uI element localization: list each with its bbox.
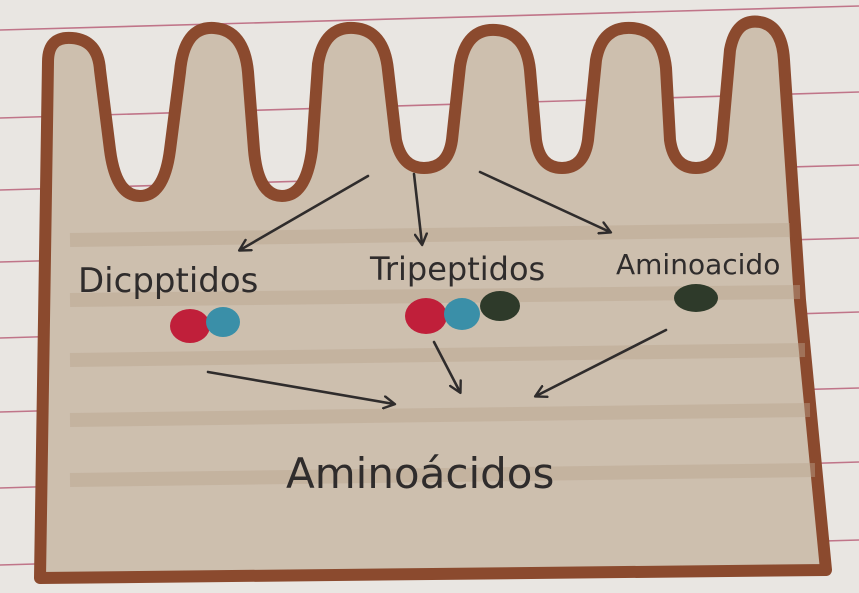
bead-red (170, 309, 210, 343)
label-tripeptides: Tripeptidos (369, 250, 545, 288)
bead-red (405, 298, 447, 334)
label-amino-acids-product: Aminoácidos (286, 449, 554, 498)
bead-dark (674, 284, 718, 312)
bead-dark (480, 291, 520, 321)
bead-blue (206, 307, 240, 337)
bead-blue (444, 298, 480, 330)
amino-acid-molecule (674, 284, 718, 312)
label-amino-acid: Aminoacido (616, 248, 780, 281)
label-dipeptides: Dicpptidos (78, 261, 258, 301)
